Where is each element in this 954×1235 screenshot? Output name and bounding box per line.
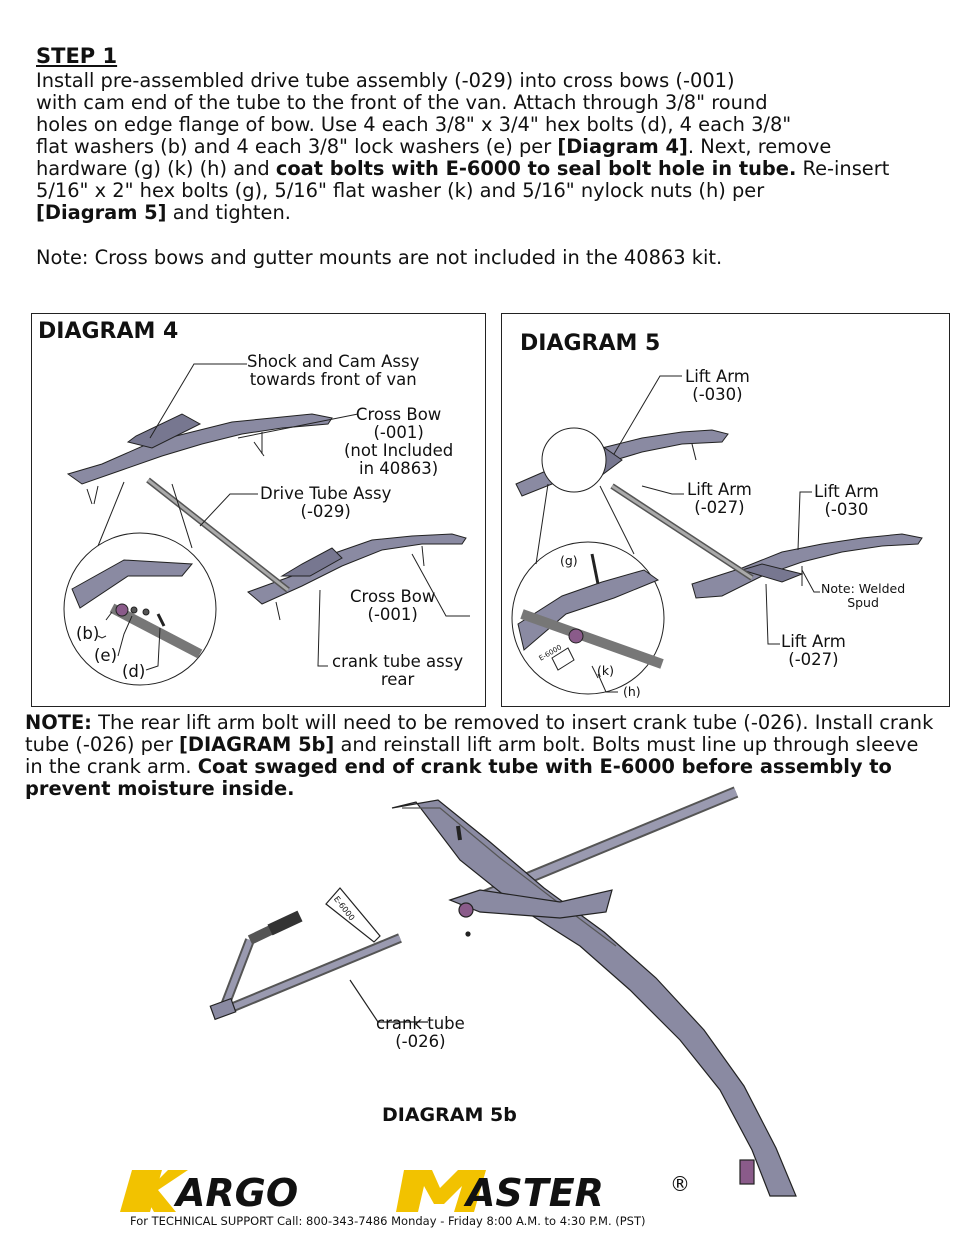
step-line: 5/16" x 2" hex bolts (g), 5/16" flat was… xyxy=(36,179,765,202)
part-h-label: (h) xyxy=(623,684,641,699)
step-instructions: Install pre-assembled drive tube assembl… xyxy=(36,70,916,224)
step-title: STEP 1 xyxy=(36,44,118,68)
registered-mark: ® xyxy=(670,1172,690,1196)
step-line: [Diagram 5] and tighten. xyxy=(36,201,291,224)
step-line: flat washers (b) and 4 each 3/8" lock wa… xyxy=(36,135,832,158)
part-g-label: (g) xyxy=(560,553,578,568)
diagram4-drawing xyxy=(63,363,470,686)
seal-instruction: coat bolts with E-6000 to seal bolt hole… xyxy=(275,157,797,180)
e6000-5b-label: E-6000 xyxy=(331,894,357,923)
logo-text-kargo: ARGO xyxy=(173,1171,298,1214)
step-line: hardware (g) (k) (h) and coat bolts with… xyxy=(36,157,890,180)
cross-bow-rear-label: Cross Bow(-001) xyxy=(350,587,436,624)
kargo-master-logo: ARGO ASTER ® xyxy=(118,1168,698,1214)
coat-instruction: Coat swaged end of crank tube with E-600… xyxy=(25,755,892,800)
crank-tube-note: NOTE: The rear lift arm bolt will need t… xyxy=(25,711,934,800)
lift-arm-030b-label: Lift Arm(-030 xyxy=(814,482,879,519)
lift-arm-027-label: Lift Arm(-027) xyxy=(687,480,752,517)
diagram5b-title: DIAGRAM 5b xyxy=(382,1104,517,1126)
diagram5-panel: DIAGRAM 5 Lift Arm(-030) Lift Arm(-027) … xyxy=(501,313,950,707)
logo-text-master: ASTER xyxy=(463,1171,604,1214)
step-line: Install pre-assembled drive tube assembl… xyxy=(36,69,735,92)
part-b-label: (b) xyxy=(76,624,100,643)
drive-tube-label: Drive Tube Assy(-029) xyxy=(260,484,392,521)
part-k-label: (k) xyxy=(597,663,614,678)
diagram5-title: DIAGRAM 5 xyxy=(520,331,661,356)
crank-tube-label: crank tube(-026) xyxy=(376,1014,465,1051)
diagram5b-reference: [DIAGRAM 5b] xyxy=(178,733,335,756)
logo-graphic: ARGO ASTER xyxy=(120,1170,604,1214)
lift-arm-030-label: Lift Arm(-030) xyxy=(685,367,750,404)
lift-arm-027b-label: Lift Arm(-027) xyxy=(781,632,846,669)
part-e-label: (e) xyxy=(94,646,118,665)
step-line: holes on edge flange of bow. Use 4 each … xyxy=(36,113,792,136)
support-footer: For TECHNICAL SUPPORT Call: 800-343-7486… xyxy=(130,1214,646,1228)
diagram4-reference: [Diagram 4] xyxy=(557,135,688,158)
part-d-label: (d) xyxy=(122,662,146,681)
diagram4-title: DIAGRAM 4 xyxy=(38,319,179,344)
kit-note: Note: Cross bows and gutter mounts are n… xyxy=(36,246,723,269)
diagram5-drawing xyxy=(511,375,923,695)
diagram5-reference: [Diagram 5] xyxy=(36,201,167,224)
step-line: with cam end of the tube to the front of… xyxy=(36,91,768,114)
